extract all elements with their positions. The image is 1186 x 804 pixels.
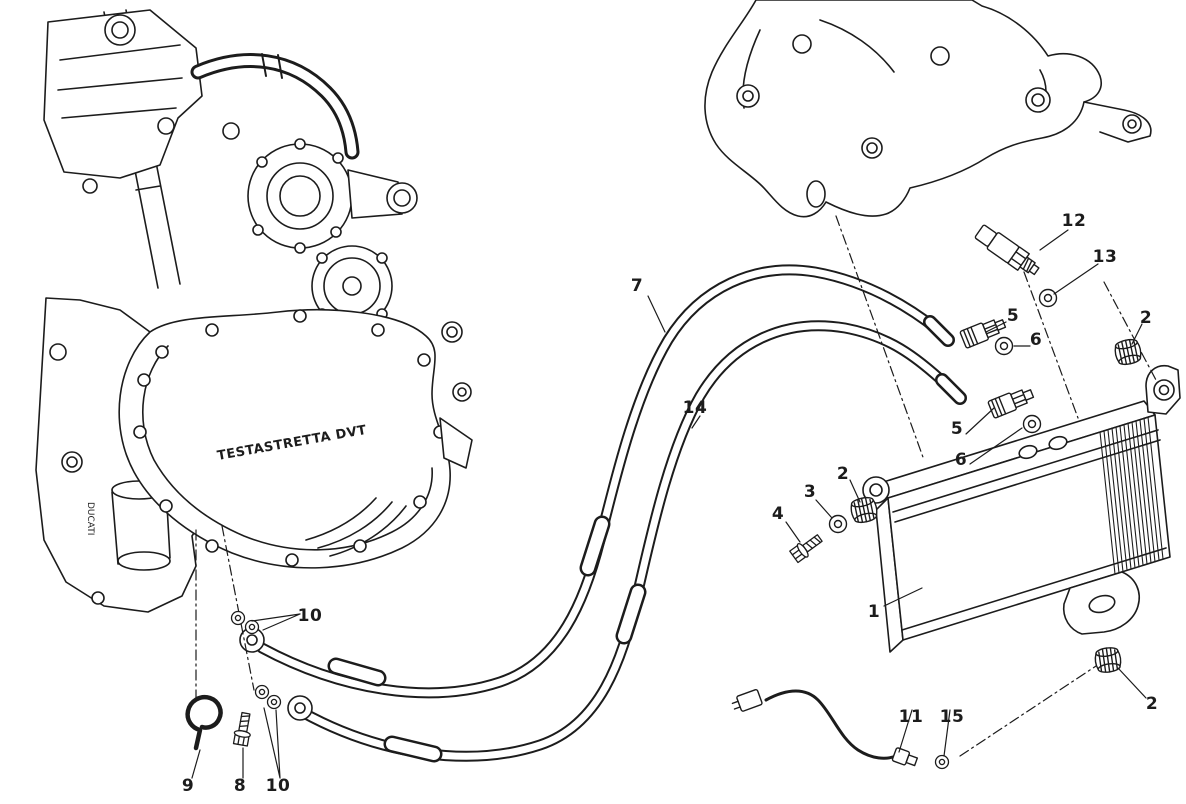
leader-lines	[191, 229, 1147, 779]
part-2-grommet-top	[1111, 336, 1145, 368]
cylinder-block	[43, 9, 203, 179]
cooler-bracket-right	[1145, 364, 1181, 415]
part-10-washer-c	[254, 684, 270, 700]
diagram-art: DUCATI	[35, 0, 1181, 779]
reference-lines	[195, 215, 1157, 757]
cylinder-head	[704, 0, 1152, 218]
part-15-washer	[934, 754, 950, 770]
clutch-cover: TESTASTRETTA DVT	[118, 309, 451, 569]
part-10-washer-a	[230, 610, 246, 626]
part-10-washer-b	[244, 619, 260, 635]
part-2-grommet-bottom	[1092, 645, 1124, 675]
cooler-ear-left	[862, 476, 890, 504]
fasteners-and-fittings	[185, 224, 1145, 770]
part-5-fitting-lower	[986, 384, 1037, 420]
cooler-fins	[1099, 416, 1164, 575]
part-8-bolt	[231, 711, 255, 747]
cooler-bracket-bottom	[1062, 571, 1140, 635]
coolant-hose	[190, 53, 360, 160]
oil-hoses	[239, 264, 967, 763]
part-10-washer-d	[266, 694, 282, 710]
part-11-cable	[731, 688, 919, 767]
part-6-washer-lower	[1022, 414, 1042, 434]
part-9-clamp	[185, 695, 223, 751]
part-4-bolt	[788, 530, 826, 565]
engine-assembly: DUCATI	[35, 9, 473, 613]
banjo-eye-rear	[287, 695, 313, 721]
part-12-sensor	[974, 224, 1040, 276]
water-pump	[247, 138, 418, 254]
part-13-washer	[1038, 288, 1058, 308]
part-6-washer-upper	[994, 336, 1014, 356]
oil-cooler	[862, 364, 1181, 653]
oil-filter: DUCATI	[85, 480, 171, 571]
filter-brand-text: DUCATI	[85, 502, 95, 535]
